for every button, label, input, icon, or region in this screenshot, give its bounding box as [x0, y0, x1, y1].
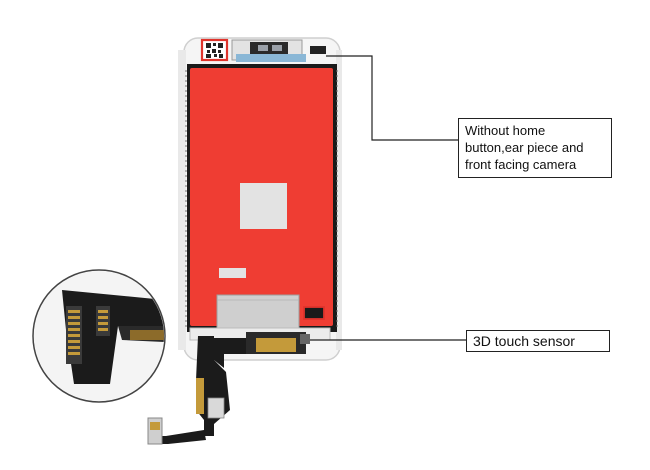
zoom-magnifier-icon [32, 269, 166, 403]
top-bracket [231, 39, 326, 62]
callout-leader-top [326, 55, 458, 141]
callout-3d-touch-sensor: 3D touch sensor [466, 330, 610, 352]
qr-sticker-icon [200, 38, 229, 62]
callout-line-3: front facing camera [465, 157, 577, 172]
callout-line-1: Without home [465, 123, 546, 138]
callout-no-home-button: Without home button,ear piece and front … [458, 118, 612, 178]
red-protective-film [185, 68, 338, 330]
callout-line-2: button,ear piece and [465, 140, 584, 155]
callout-3d-touch-label: 3D touch sensor [473, 333, 575, 349]
flex-cable [147, 336, 246, 445]
bottom-bracket [189, 327, 331, 354]
